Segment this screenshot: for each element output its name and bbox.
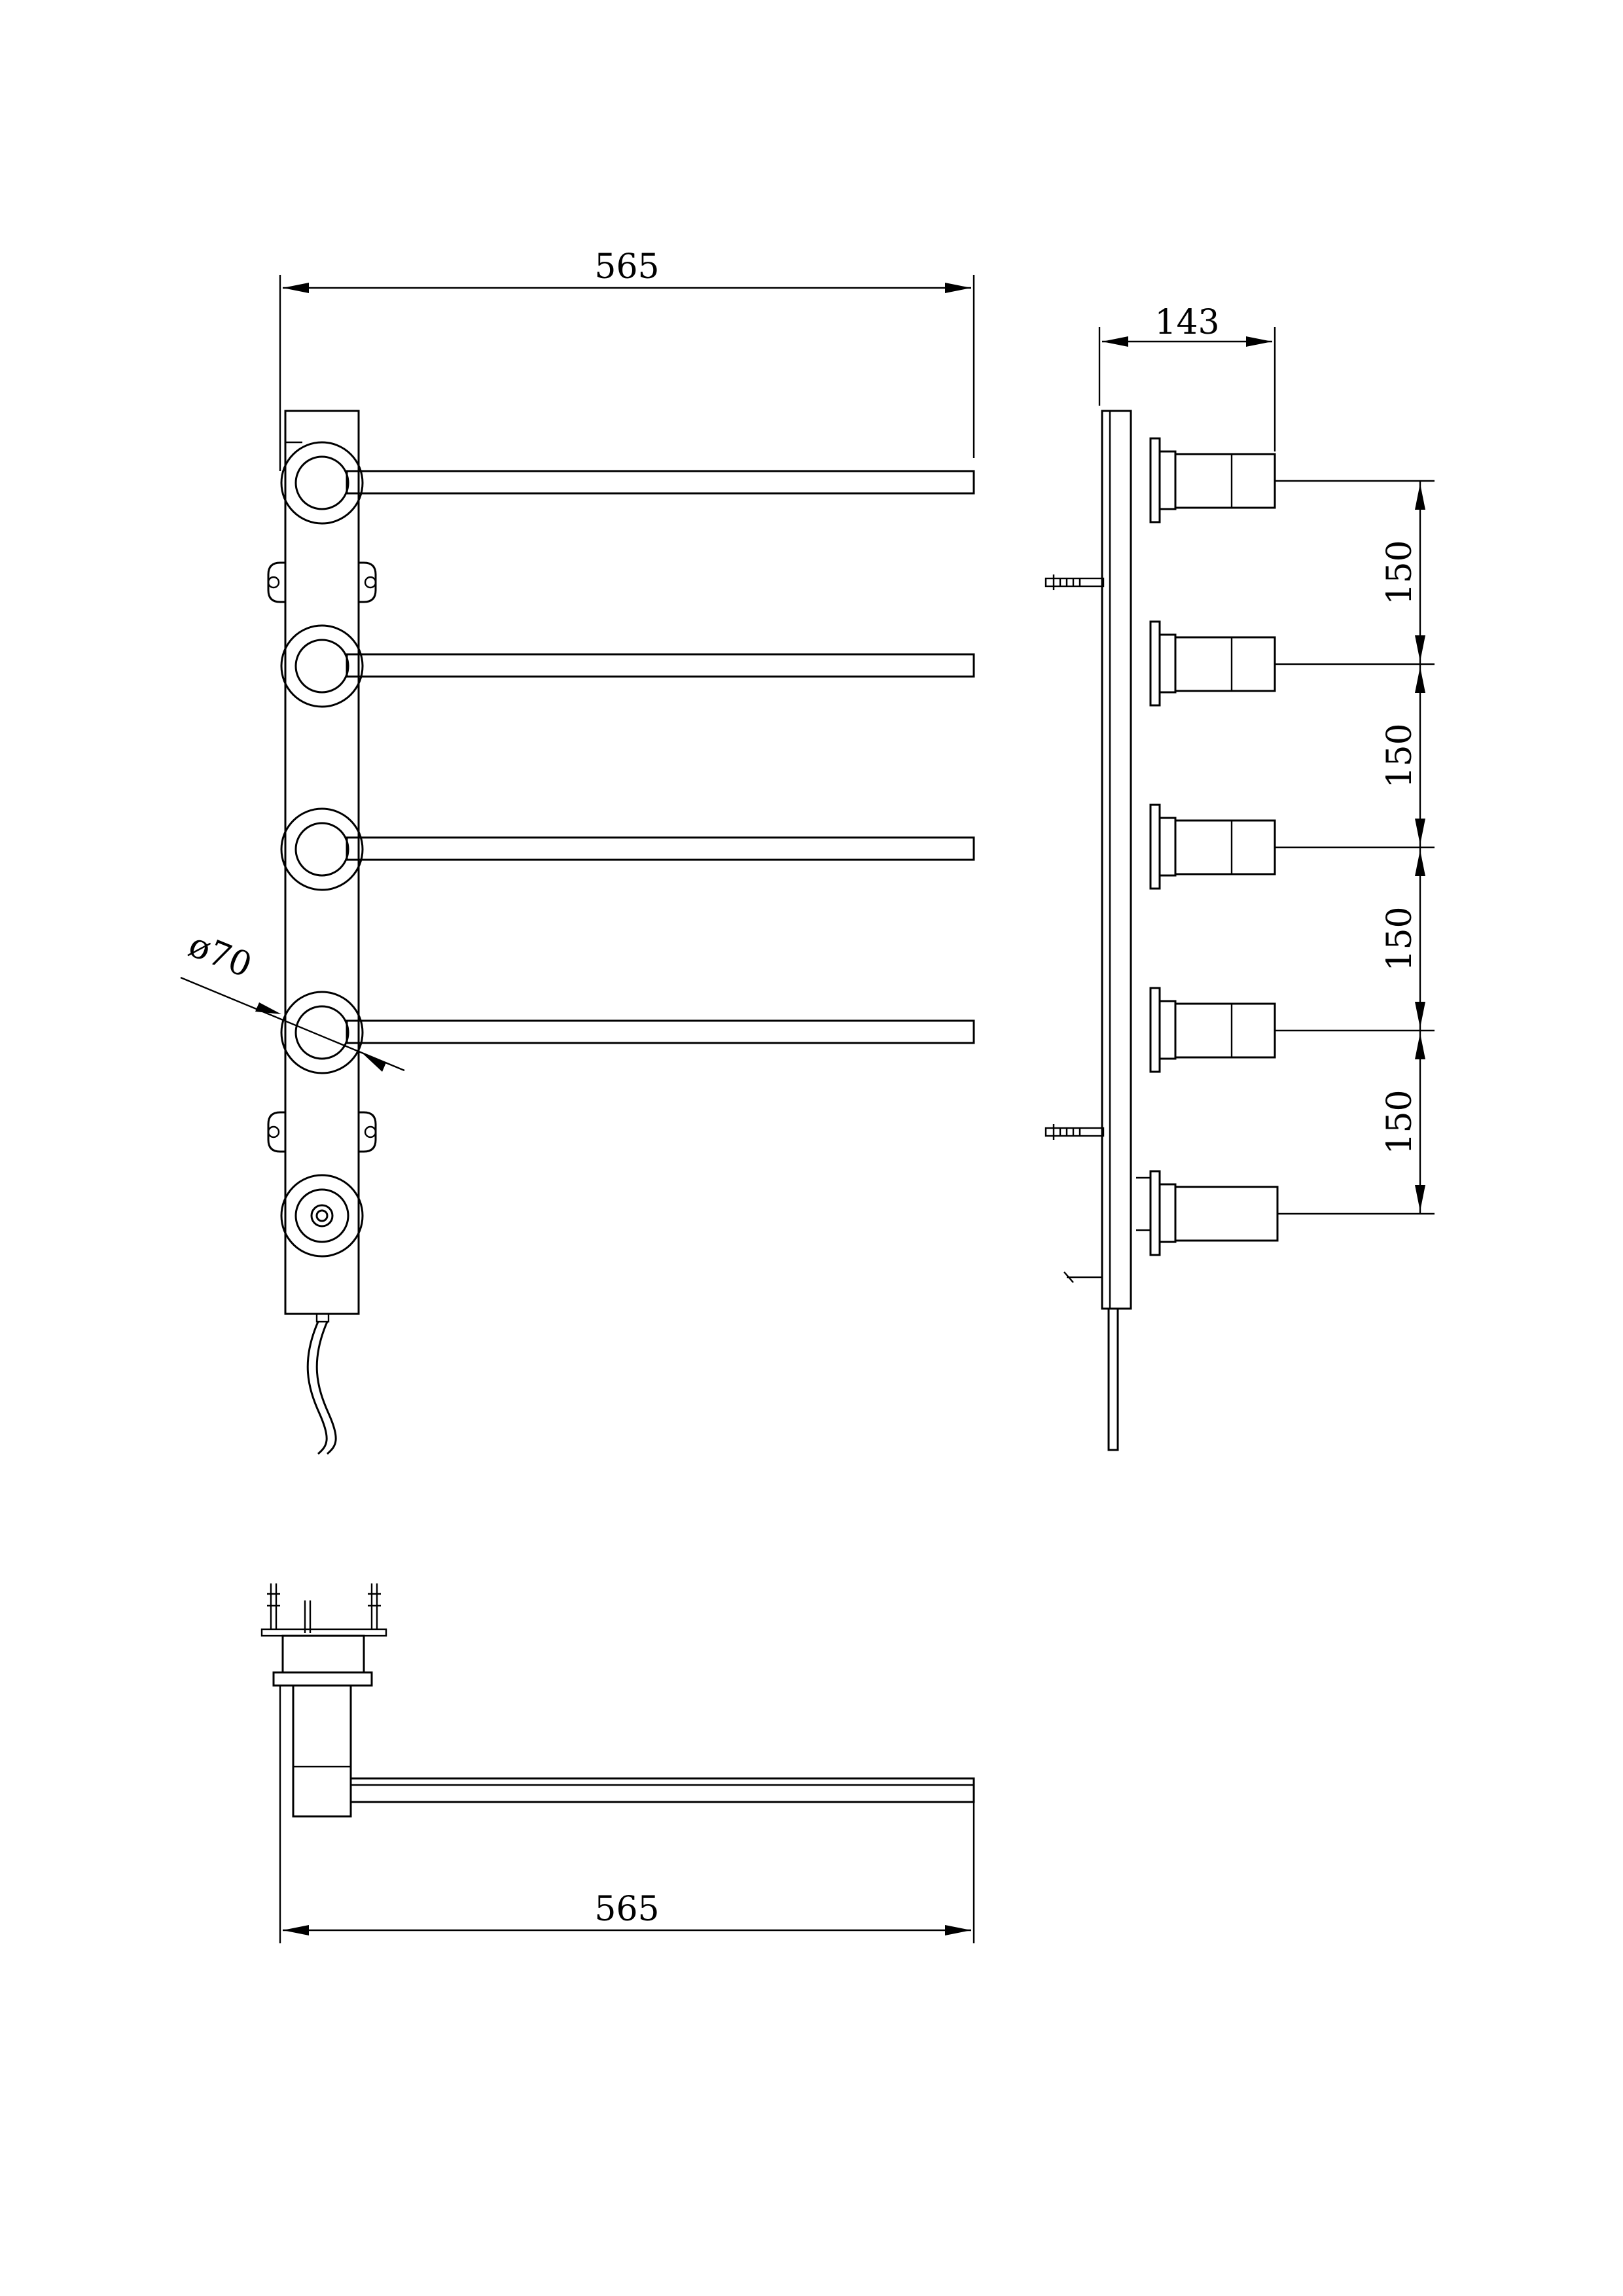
side-arm-3 (1149, 804, 1276, 890)
dimension-label-spacing-2: 150 (1380, 723, 1419, 788)
bottom-mount-assembly (260, 1583, 387, 1818)
dimension-label-bottom-width: 565 (594, 1890, 659, 1929)
dimension-diameter: ø70 (180, 925, 405, 1072)
towel-bar-1 (280, 441, 975, 525)
side-arm-4 (1149, 987, 1276, 1073)
dimension-label-front-width: 565 (594, 247, 659, 287)
dimension-label-spacing-4: 150 (1380, 1089, 1419, 1154)
mounting-bracket-lower (267, 1111, 377, 1153)
wall-screw-upper (1044, 574, 1105, 590)
dimension-spacing-group: 150 150 150 150 (1275, 480, 1435, 1215)
dimension-label-spacing-1: 150 (1380, 540, 1419, 605)
side-view: 143 (1044, 303, 1435, 1451)
towel-bar-2 (280, 624, 975, 708)
towel-bar-3 (280, 807, 975, 891)
towel-bar-4 (280, 991, 975, 1074)
bottom-view: 565 (260, 1583, 975, 1943)
mounting-bracket-upper (267, 561, 377, 603)
side-arm-1 (1149, 437, 1276, 523)
side-cable (1063, 1271, 1119, 1451)
wall-screw-lower (1044, 1124, 1105, 1140)
dimension-side-depth: 143 (1098, 303, 1276, 451)
dimension-label-side-depth: 143 (1154, 303, 1219, 342)
side-arm-5 (1136, 1170, 1279, 1256)
bottom-bar (349, 1777, 975, 1803)
front-view: 565 (180, 247, 975, 1455)
side-arm-2 (1149, 620, 1276, 707)
wall-plate (1101, 410, 1132, 1310)
dimension-front-width: 565 (279, 247, 975, 471)
power-cable (306, 1313, 337, 1455)
rail-body (284, 410, 360, 1315)
dimension-label-diameter: ø70 (183, 925, 257, 985)
dimension-bottom-width: 565 (279, 1802, 975, 1943)
dimension-label-spacing-3: 150 (1380, 906, 1419, 971)
switch-knob (280, 1174, 364, 1258)
